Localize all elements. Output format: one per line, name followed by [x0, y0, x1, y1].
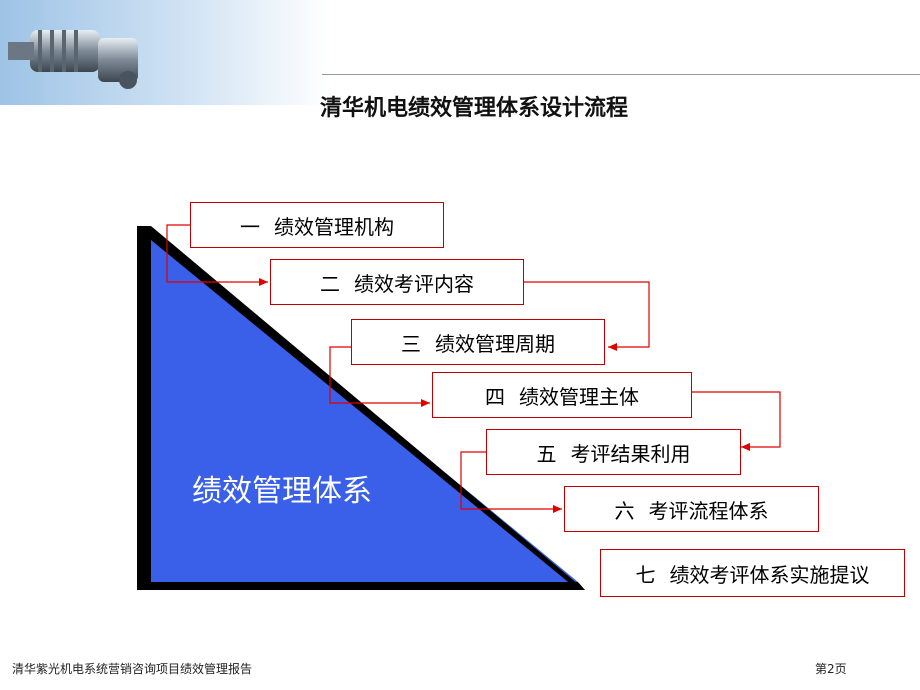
pyramid-label: 绩效管理体系: [192, 474, 372, 509]
connector-5-6: [460, 451, 562, 513]
connector-3-4: [329, 346, 430, 407]
connector-2-3: [524, 281, 650, 351]
stage-box-1: 一 绩效管理机构: [190, 202, 444, 248]
stage-label: 考评流程体系: [648, 498, 769, 523]
stage-box-4: 四 绩效管理主体: [432, 372, 692, 418]
page-title: 清华机电绩效管理体系设计流程: [320, 96, 629, 121]
stage-label: 绩效考评体系实施提议: [669, 562, 870, 587]
stage-box-2: 二 绩效考评内容: [270, 259, 524, 305]
header-banner: [0, 0, 330, 105]
stage-label: 绩效管理机构: [274, 214, 394, 239]
stage-number: 七: [635, 562, 656, 587]
stage-number: 二: [320, 271, 340, 296]
stage-label: 绩效管理主体: [519, 384, 639, 409]
stage-label: 绩效管理周期: [435, 331, 555, 356]
footer-caption: 清华紫光机电系统营销咨询项目绩效管理报告: [12, 662, 253, 676]
stage-number: 一: [240, 214, 260, 239]
stage-number: 五: [536, 441, 557, 466]
pyramid-shadow-edge: [137, 226, 585, 590]
stage-box-6: 六 考评流程体系: [564, 486, 819, 532]
connector-4-5: [691, 391, 781, 451]
pyramid-shadow: [137, 226, 151, 590]
stage-number: 六: [614, 498, 635, 523]
stage-number: 四: [485, 384, 505, 409]
stage-box-7: 七 绩效考评体系实施提议: [600, 549, 905, 597]
stage-number: 三: [401, 331, 421, 356]
stage-label: 考评结果利用: [570, 441, 691, 466]
header-rule: [322, 74, 920, 75]
pyramid-shadow-bottom: [137, 582, 585, 590]
stage-box-5: 五 考评结果利用: [486, 429, 741, 475]
stage-label: 绩效考评内容: [354, 271, 474, 296]
stage-box-3: 三 绩效管理周期: [351, 319, 605, 365]
connector-1-2: [166, 224, 268, 286]
motor-icon: [8, 30, 138, 89]
page-number: 第2页: [815, 662, 847, 676]
